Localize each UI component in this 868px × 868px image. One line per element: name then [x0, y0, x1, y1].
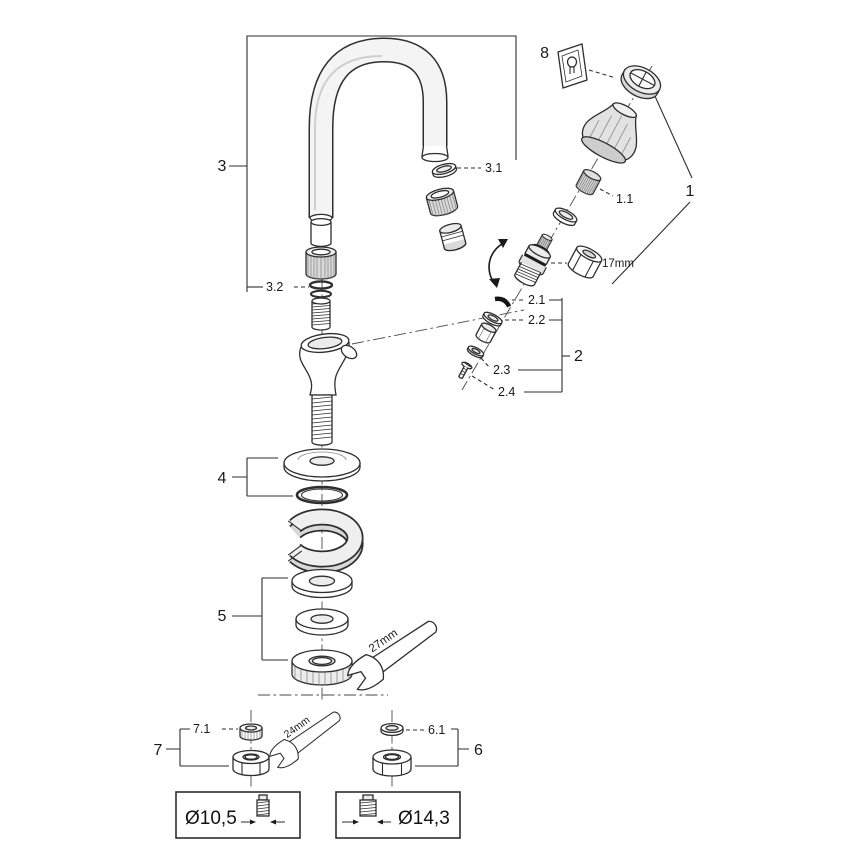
label-2-4: 2.4: [498, 385, 515, 399]
part-nut-6: [372, 749, 412, 777]
part-adapter-sleeve: [575, 169, 602, 196]
part-aerator-ring: [431, 162, 458, 178]
part-washer-2-2: [482, 311, 503, 327]
part-aerator-housing: [425, 187, 459, 217]
part-wrench-27mm: 27mm: [346, 620, 438, 691]
dim-14-3: Ø14,3: [398, 808, 450, 829]
leader-8: [588, 69, 617, 79]
part-nut-7-1: [239, 723, 263, 741]
part-threaded-shank: [311, 394, 333, 446]
label-2-1: 2.1: [528, 293, 545, 307]
label-3-2: 3.2: [266, 280, 283, 294]
part-washer-6-1: [380, 722, 404, 737]
part-escutcheon-flange: [283, 448, 361, 482]
leader-2-3: [480, 357, 491, 369]
part-o-rings-3-2: [308, 280, 334, 299]
part-tailpiece: [311, 297, 331, 331]
part-washer-5a: [291, 568, 353, 599]
label-8: 8: [540, 45, 549, 62]
label-3: 3: [218, 158, 227, 175]
label-5: 5: [218, 608, 227, 625]
part-indicator-plate: [557, 43, 588, 89]
leader-1-1: [599, 188, 614, 197]
part-handle: [581, 102, 638, 164]
part-mounting-nut: [291, 649, 353, 686]
label-2-2: 2.2: [528, 313, 545, 327]
bracket-7: [166, 728, 229, 767]
part-o-ring-4: [295, 485, 349, 505]
bracket-3: [229, 35, 517, 292]
bracket-4: [232, 457, 293, 497]
label-6: 6: [474, 742, 483, 759]
part-screw-2-4: [458, 361, 473, 379]
part-washer-5b: [295, 608, 349, 636]
part-headwork-cartridge: [514, 233, 553, 287]
label-2-3: 2.3: [493, 363, 510, 377]
bracket-2: [518, 298, 570, 393]
dim-10-5: Ø10,5: [185, 808, 237, 829]
part-spout-spacer: [310, 217, 332, 248]
part-gland: [475, 322, 497, 344]
part-seal-2-1: [494, 296, 512, 308]
part-faucet-body: [299, 332, 358, 396]
part-aerator-insert: [439, 222, 467, 252]
label-6-1: 6.1: [428, 723, 445, 737]
rotation-arrow-icon: [488, 239, 508, 288]
part-horseshoe-spacer: [287, 508, 364, 574]
bracket-1: [611, 93, 693, 285]
label-2: 2: [574, 348, 583, 365]
part-spacer-ring: [552, 207, 578, 227]
label-3-1: 3.1: [485, 161, 502, 175]
part-cap: [620, 65, 662, 100]
label-1-1: 1.1: [616, 192, 633, 206]
label-4: 4: [218, 470, 227, 487]
dim-box-small: Ø10,5: [175, 791, 301, 839]
bracket-6: [415, 728, 469, 767]
label-7-1: 7.1: [193, 722, 210, 736]
part-hex-nut-17mm: [567, 245, 603, 279]
dim-box-large: Ø14,3: [335, 791, 461, 839]
label-17mm: 17mm: [602, 258, 634, 270]
part-spout-nut: [305, 246, 337, 280]
label-1: 1: [686, 183, 695, 200]
label-7: 7: [154, 742, 163, 759]
part-washer-2-3: [466, 345, 485, 359]
bracket-5: [232, 577, 288, 661]
part-nut-7: [232, 749, 270, 777]
part-wrench-24mm: 24mm: [269, 711, 341, 769]
leader-2-4: [471, 375, 496, 391]
